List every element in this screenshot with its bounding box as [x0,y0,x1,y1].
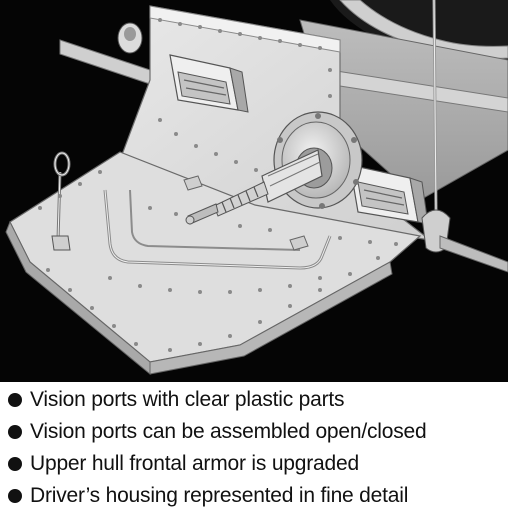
bullet-icon [8,489,22,503]
hull-render-drawing [5,0,508,376]
bullet-icon [8,457,22,471]
feature-item: Driver’s housing represented in fine det… [0,480,508,512]
feature-text: Vision ports can be assembled open/close… [30,420,427,443]
feature-item: Vision ports with clear plastic parts [0,384,508,416]
feature-list: Vision ports with clear plastic parts Vi… [0,384,508,512]
feature-item: Vision ports can be assembled open/close… [0,416,508,448]
bullet-icon [8,425,22,439]
feature-text: Upper hull frontal armor is upgraded [30,452,359,475]
feature-text: Vision ports with clear plastic parts [30,388,345,411]
feature-text: Driver’s housing represented in fine det… [30,484,409,507]
hull-render-image [0,0,508,382]
bullet-icon [8,393,22,407]
feature-item: Upper hull frontal armor is upgraded [0,448,508,480]
